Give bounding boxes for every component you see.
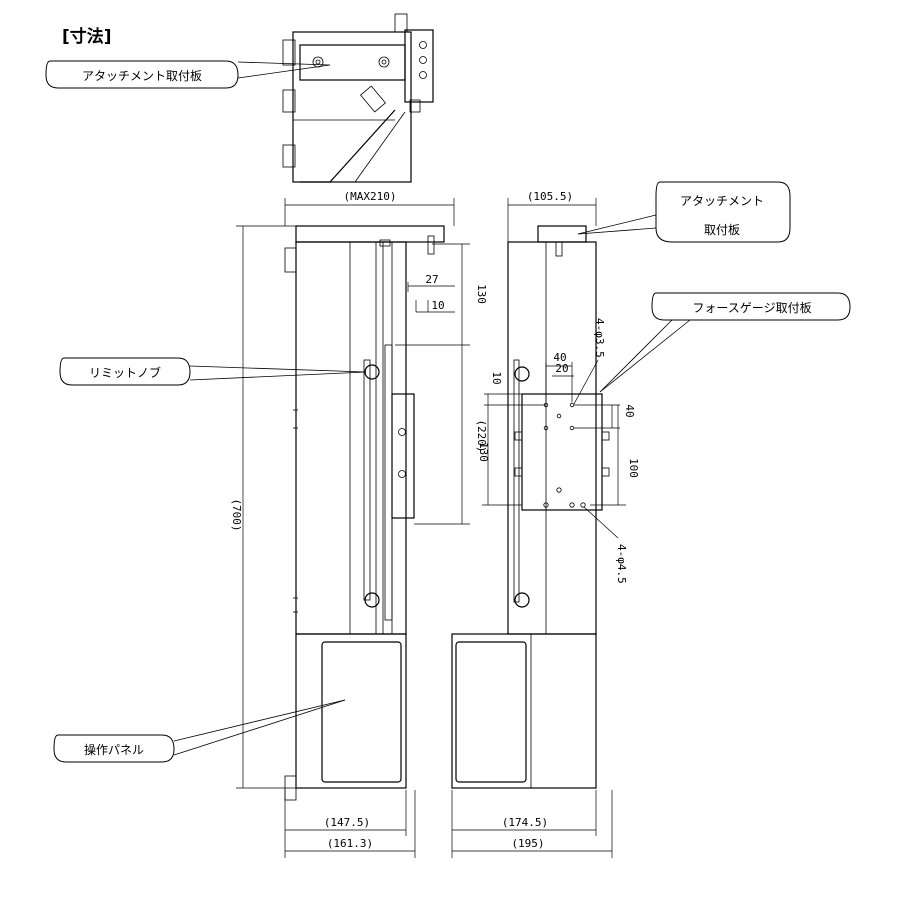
callout-control-panel: 操作パネル: [53, 699, 346, 763]
callout-limit-knob: リミットノブ: [59, 357, 367, 386]
callout-force-gauge-plate: フォースゲージ取付板: [599, 292, 851, 393]
side-panel-face: [455, 641, 527, 783]
front-top-plate: [295, 225, 445, 243]
top-view: [282, 13, 434, 183]
limit-knob-upper: [364, 364, 380, 380]
callout-label-line2: 取付板: [704, 223, 740, 237]
front-dimensions: (MAX210) (700) 130 27 10 (220) (147.5) (…: [230, 190, 488, 858]
side-control-box: [451, 633, 597, 789]
dim-front-width-inner: (147.5): [324, 816, 370, 829]
page-title: [寸法]: [62, 26, 112, 47]
callout-attachment-plate-top: アタッチメント取付板: [45, 60, 331, 89]
dim-side-20-h: 20: [555, 362, 568, 375]
force-gauge-plate: [521, 393, 603, 511]
callout-label: リミットノブ: [89, 365, 161, 380]
dim-side-100: 100: [627, 458, 640, 478]
side-limit-knob-lower: [514, 592, 530, 608]
callout-label: 操作パネル: [84, 742, 144, 757]
dim-front-width-outer: (161.3): [327, 837, 373, 850]
dim-front-130-bottom: 130: [477, 442, 490, 462]
dim-front-stroke: (220): [475, 419, 488, 452]
dim-front-10: 10: [431, 299, 444, 312]
dim-side-10: 10: [490, 371, 503, 384]
callout-attachment-plate-side: アタッチメント 取付板: [577, 181, 791, 243]
dim-side-hole-large: 4-φ4.5: [615, 544, 628, 584]
front-view: [284, 225, 445, 801]
dim-front-27: 27: [425, 273, 438, 286]
side-limit-knob-upper: [514, 366, 530, 382]
limit-knob-lower: [364, 592, 380, 608]
side-view: [451, 225, 610, 789]
dim-front-overall-height: (700): [230, 498, 243, 531]
front-column: [295, 241, 407, 635]
front-slider: [391, 393, 415, 519]
front-control-box: [295, 633, 407, 789]
control-panel-face: [321, 641, 402, 783]
dim-side-40-v: 40: [623, 404, 636, 417]
dim-side-top-width: (105.5): [527, 190, 573, 203]
dim-side-hole-small: 4-φ3.5: [593, 318, 606, 358]
dim-front-max-width: (MAX210): [344, 190, 397, 203]
callout-label: アタッチメント取付板: [82, 69, 202, 83]
callout-label: フォースゲージ取付板: [692, 301, 811, 315]
dim-side-width-outer: (195): [511, 837, 544, 850]
dim-side-40-h: 40: [553, 351, 566, 364]
side-column: [507, 241, 597, 635]
callout-label-line1: アタッチメント: [680, 194, 764, 208]
side-dimensions: (105.5) 4-φ3.5 40 20 10 130 40 100 4-φ4.…: [451, 190, 640, 858]
dim-front-top-offset: 130: [475, 284, 488, 304]
dim-side-width-inner: (174.5): [502, 816, 548, 829]
